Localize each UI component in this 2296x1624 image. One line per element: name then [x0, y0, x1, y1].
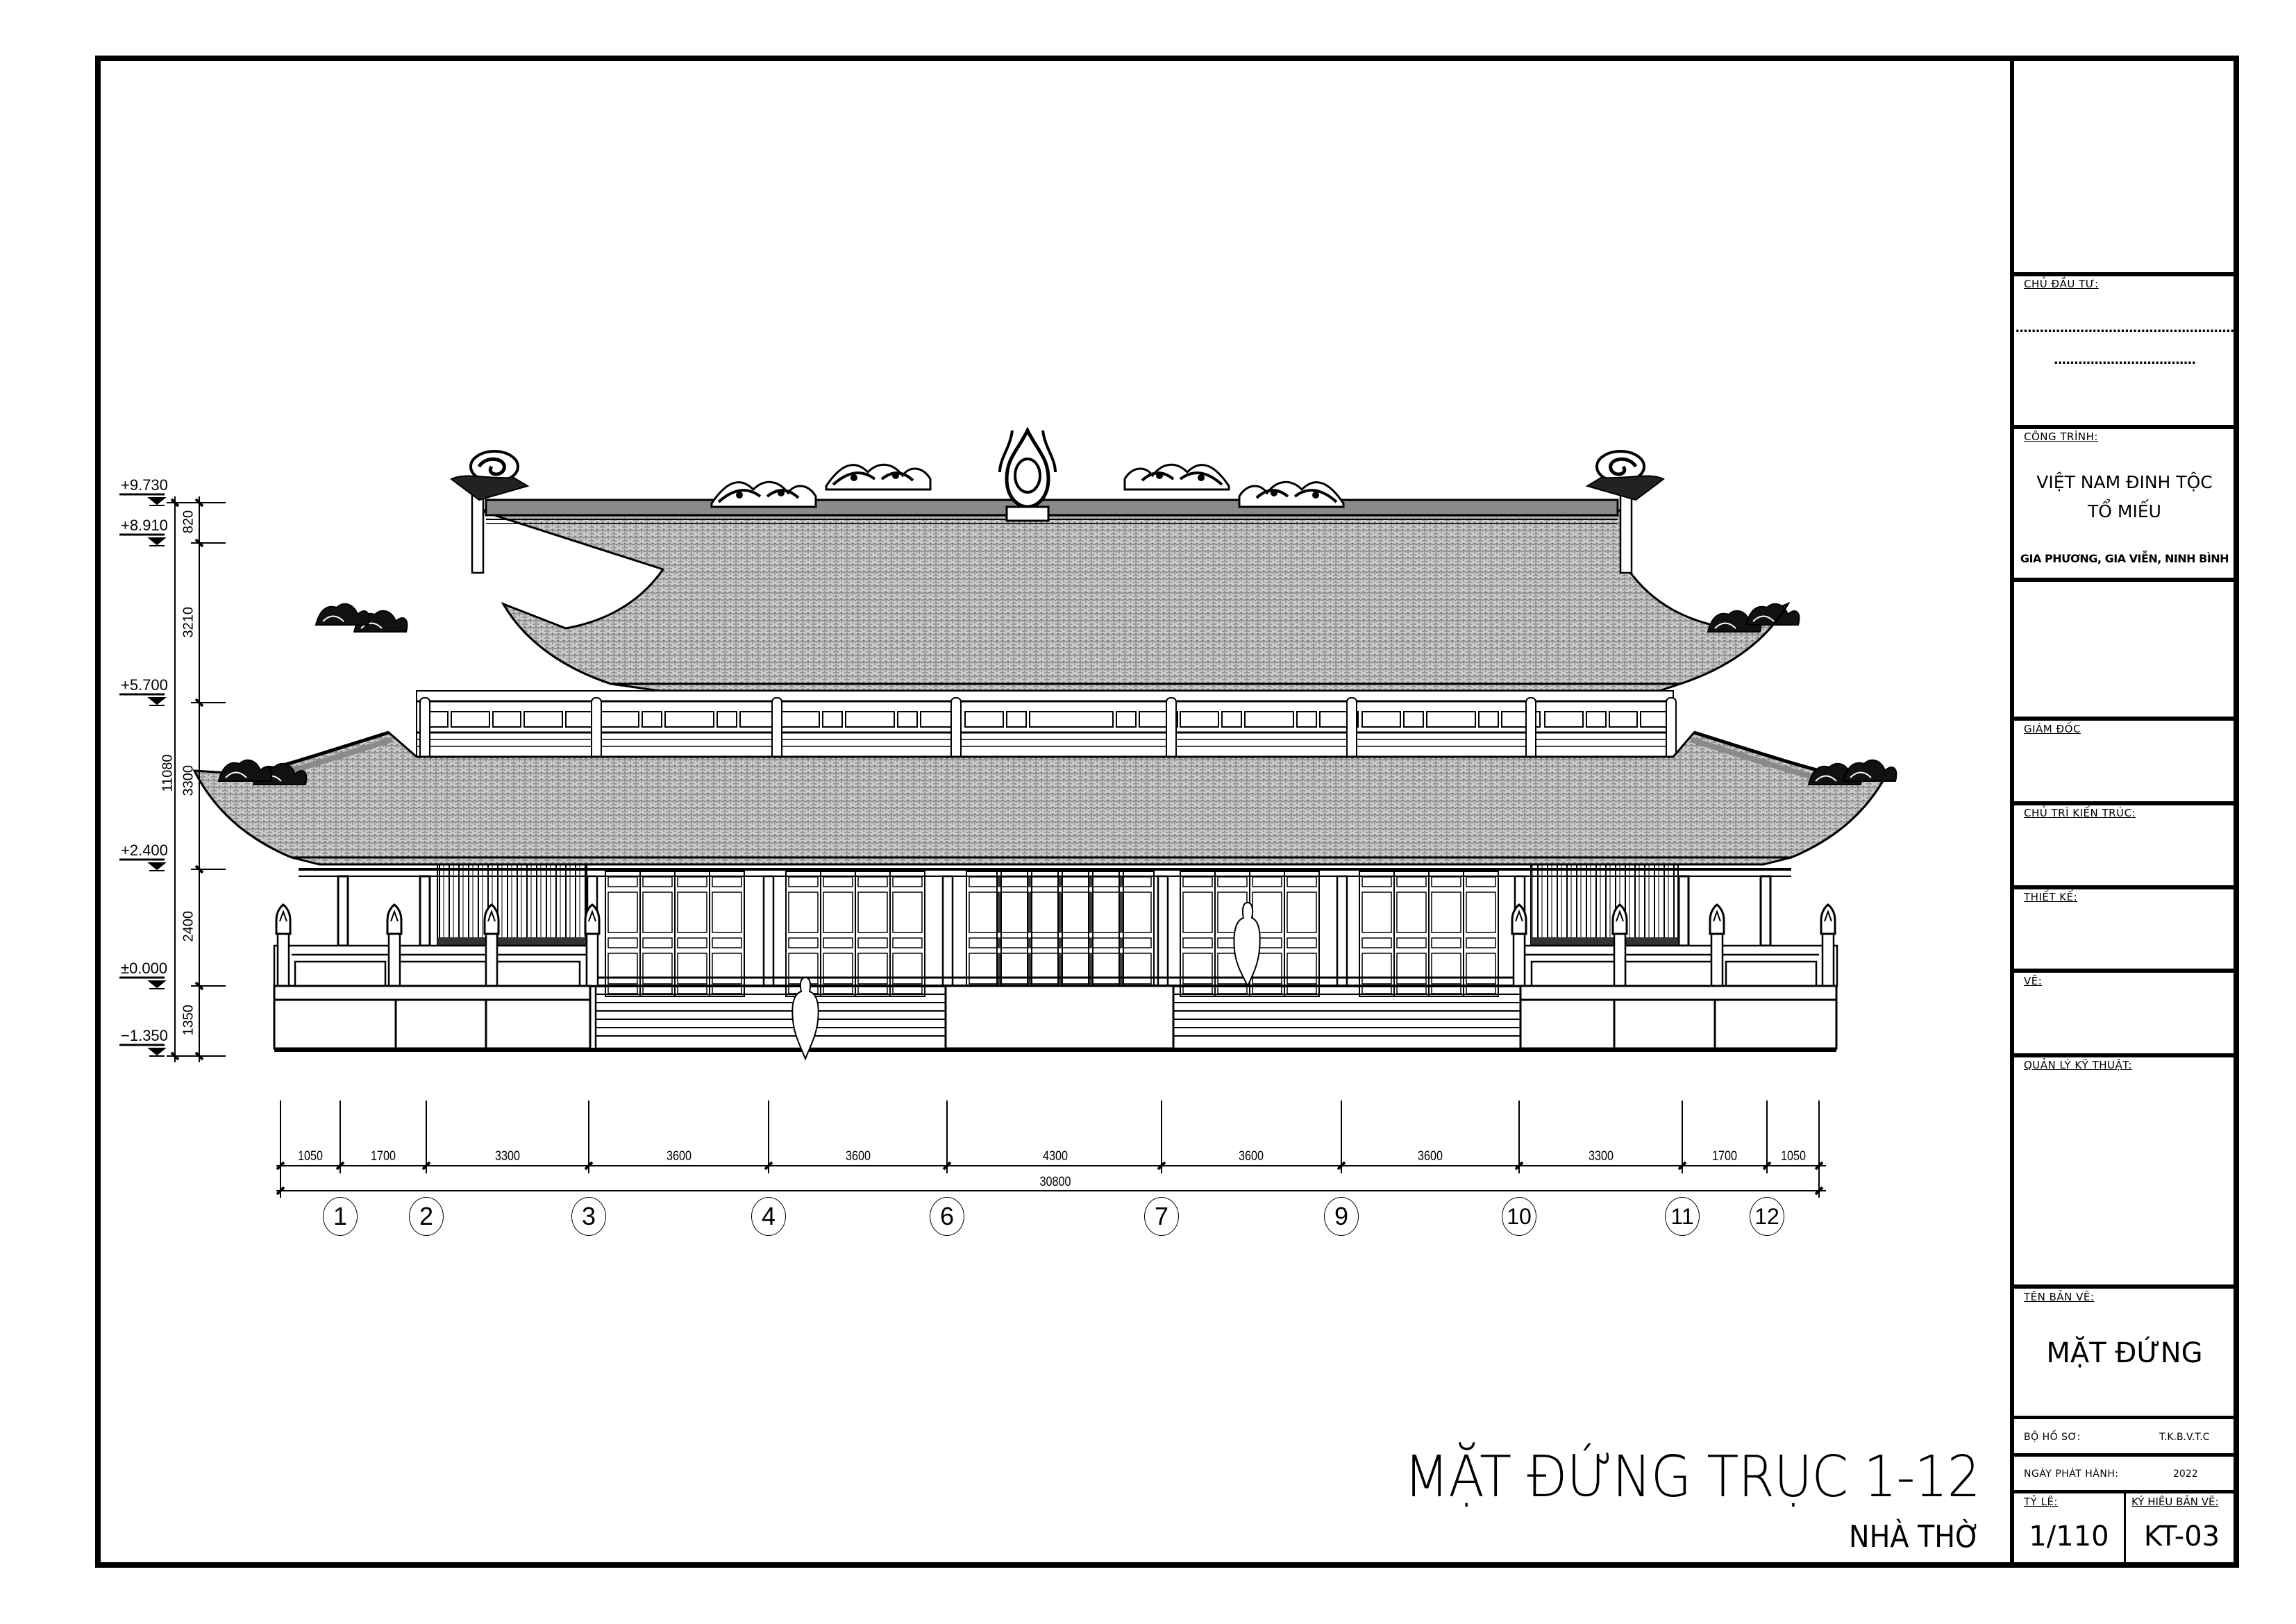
- span-dim: 3300: [1589, 1149, 1614, 1164]
- axis-bubble-4: 4: [751, 1197, 786, 1236]
- span-dim: 3600: [1418, 1149, 1443, 1164]
- total-span-dim: 30800: [1039, 1175, 1071, 1189]
- axis-bubble-11: 11: [1665, 1197, 1700, 1236]
- technical-manager-label: QUẢN LÝ KỸ THUẬT:: [2024, 1059, 2132, 1071]
- scale-label: TỶ LỆ:: [2024, 1496, 2058, 1508]
- project-name-line-1: VIỆT NAM ĐINH TỘC: [2036, 472, 2213, 492]
- chief-architect-label: CHỦ TRÌ KIẾN TRÚC:: [2024, 807, 2136, 819]
- level-markers: [119, 493, 167, 1057]
- project-location: GIA PHƯƠNG, GIA VIỄN, NINH BÌNH: [2020, 552, 2229, 565]
- level-label: +8.910: [121, 517, 168, 534]
- right-balustrade: [1512, 932, 1838, 987]
- investor-label: CHỦ ĐẦU TƯ:: [2024, 278, 2099, 290]
- left-scroll-finial: [450, 450, 530, 501]
- sheet-code-value: KT-03: [2143, 1521, 2220, 1552]
- span-dim: 3600: [667, 1149, 692, 1164]
- right-scroll-finial: [1585, 450, 1665, 501]
- level-label: +2.400: [121, 842, 168, 859]
- upper-roof: [478, 509, 1791, 692]
- span-dim: 1050: [1781, 1149, 1806, 1164]
- level-label: +5.700: [121, 676, 168, 694]
- scale-figure: [791, 976, 819, 1061]
- issue-date-label: NGÀY PHÁT HÀNH:: [2024, 1468, 2119, 1480]
- vertical-dim: 2400: [181, 911, 196, 942]
- level-label: −1.350: [121, 1027, 168, 1044]
- project-name-line-2: TỔ MIẾU: [2088, 501, 2161, 521]
- drawing-name: MẶT ĐỨNG: [2046, 1337, 2203, 1369]
- span-dim: 1700: [1712, 1149, 1737, 1164]
- axis-bubble-12: 12: [1750, 1197, 1784, 1236]
- span-dim: 1700: [371, 1149, 396, 1164]
- scale-value: 1/110: [2029, 1521, 2109, 1552]
- span-dim: 3600: [846, 1149, 871, 1164]
- director-label: GIÁM ĐỐC: [2024, 723, 2081, 735]
- drafter-label: VẼ:: [2024, 975, 2043, 987]
- investor-line-2: ...................................: [2053, 353, 2196, 367]
- span-dim: 1050: [298, 1149, 323, 1164]
- sheet-subtitle: NHÀ THỜ: [1848, 1519, 1980, 1555]
- sheet-code-label: KÝ HIỆU BẢN VẼ:: [2131, 1496, 2219, 1508]
- axis-bubble-2: 2: [409, 1197, 444, 1236]
- vertical-dim: 3300: [181, 765, 196, 796]
- drawing-frame: [95, 56, 2239, 1568]
- designer-label: THIẾT KẾ:: [2024, 891, 2078, 903]
- span-dim: 3300: [495, 1149, 520, 1164]
- title-block-grid: [2010, 56, 2239, 1568]
- dossier-label: BỘ HỒ SƠ:: [2024, 1432, 2081, 1443]
- vertical-dim: 1350: [181, 1005, 196, 1036]
- span-dim: 4300: [1043, 1149, 1068, 1164]
- issue-date-value: 2022: [2173, 1468, 2198, 1480]
- span-dim: 3600: [1239, 1149, 1264, 1164]
- vertical-dim: 3210: [181, 607, 196, 638]
- axis-bubble-9: 9: [1324, 1197, 1359, 1236]
- axis-bubble-1: 1: [323, 1197, 358, 1236]
- ridge-ornament: [710, 426, 1345, 522]
- total-vertical-dim: 11080: [160, 754, 176, 792]
- investor-line-1: ........................................…: [2015, 321, 2234, 335]
- axis-bubble-3: 3: [571, 1197, 606, 1236]
- axis-bubble-6: 6: [930, 1197, 964, 1236]
- dossier-value: T.K.B.V.T.C: [2159, 1432, 2210, 1443]
- plinth: [273, 985, 1838, 1050]
- left-balustrade: [273, 932, 599, 987]
- sheet-title: MẶT ĐỨNG TRỤC 1-12: [1404, 1444, 1980, 1510]
- project-label: CÔNG TRÌNH:: [2024, 430, 2098, 443]
- horizontal-dimension-lines: [276, 1100, 1826, 1198]
- axis-bubble-7: 7: [1144, 1197, 1179, 1236]
- vertical-dim: 820: [181, 510, 196, 534]
- level-label: +9.730: [121, 476, 168, 494]
- scale-figure: [1233, 901, 1261, 988]
- axis-bubble-10: 10: [1502, 1197, 1536, 1236]
- drawing-name-label: TÊN BẢN VẼ:: [2024, 1291, 2095, 1303]
- level-label: ±0.000: [121, 960, 168, 977]
